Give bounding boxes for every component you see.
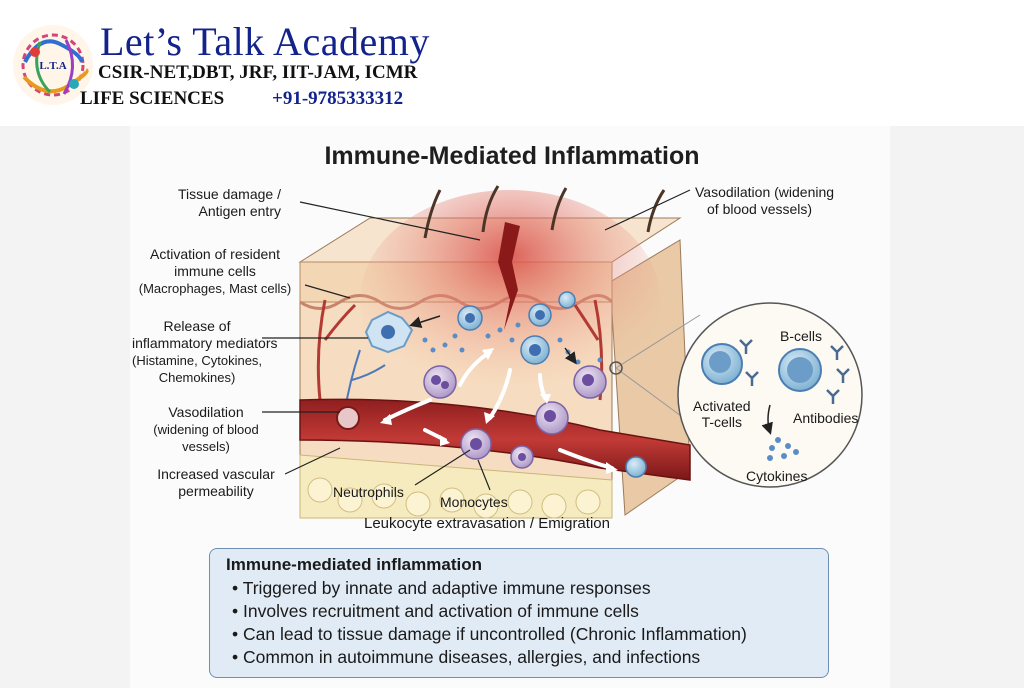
mast-cell bbox=[457, 291, 576, 365]
zoom-line bbox=[615, 314, 701, 369]
neutrophil-tissue bbox=[423, 365, 607, 435]
svg-text:L.T.A: L.T.A bbox=[39, 60, 66, 72]
mediator-arrow bbox=[564, 347, 577, 365]
hair bbox=[646, 189, 666, 233]
macrophage bbox=[364, 310, 414, 354]
summary-list: Triggered by innate and adaptive immune … bbox=[226, 577, 812, 669]
label-extravasation: Leukocyte extravasation / Emigration bbox=[364, 515, 610, 532]
leader-lines bbox=[262, 189, 691, 491]
inset-cytokine-dots bbox=[767, 437, 799, 461]
summary-box: Immune-mediated inflammation Triggered b… bbox=[209, 548, 829, 678]
label-cytokines: Cytokines bbox=[746, 468, 808, 484]
vessel-monocyte bbox=[460, 428, 647, 478]
hair bbox=[423, 189, 442, 239]
vessel-cell bbox=[336, 406, 360, 430]
wound-crack bbox=[498, 222, 520, 330]
inset-t-cell bbox=[701, 343, 743, 385]
brand-phone: +91-9785333312 bbox=[272, 88, 404, 109]
label-monocytes: Monocytes bbox=[440, 494, 508, 510]
label-antibodies: Antibodies bbox=[793, 410, 859, 426]
inset-antibodies bbox=[739, 339, 850, 404]
label-b-cells: B-cells bbox=[780, 328, 823, 344]
label-neutrophils: Neutrophils bbox=[333, 484, 404, 500]
hair bbox=[481, 185, 500, 233]
capillary bbox=[316, 299, 357, 401]
brand-title: Let’s Talk Academy bbox=[100, 19, 430, 64]
mediator-granules bbox=[422, 322, 603, 365]
label-tissue-damage: Tissue damage /Antigen entry bbox=[178, 186, 281, 219]
migration-arrowheads bbox=[380, 348, 618, 474]
header: L.T.A Let’s Talk Academy CSIR-NET,DBT, J… bbox=[0, 0, 1024, 120]
academy-logo: L.T.A bbox=[13, 25, 93, 105]
brand-exams: CSIR-NET,DBT, JRF, IIT-JAM, ICMR bbox=[98, 62, 418, 83]
blood-vessel bbox=[299, 398, 691, 481]
summary-point: Involves recruitment and activation of i… bbox=[232, 600, 812, 623]
inset-b-cell bbox=[778, 348, 822, 392]
zoom-origin bbox=[609, 361, 623, 375]
summary-point: Triggered by innate and adaptive immune … bbox=[232, 577, 812, 600]
summary-heading: Immune-mediated inflammation bbox=[226, 555, 482, 574]
diagram-title: Immune-Mediated Inflammation bbox=[324, 142, 700, 170]
summary-point: Common in autoimmune diseases, allergies… bbox=[232, 646, 812, 669]
fat-cells bbox=[307, 477, 601, 519]
inset-cytokine-arrow bbox=[761, 404, 773, 435]
brand-subject: LIFE SCIENCES bbox=[80, 88, 225, 109]
summary-point: Can lead to tissue damage if uncontrolle… bbox=[232, 623, 812, 646]
mediator-arrow bbox=[409, 315, 441, 328]
hair bbox=[550, 187, 568, 231]
